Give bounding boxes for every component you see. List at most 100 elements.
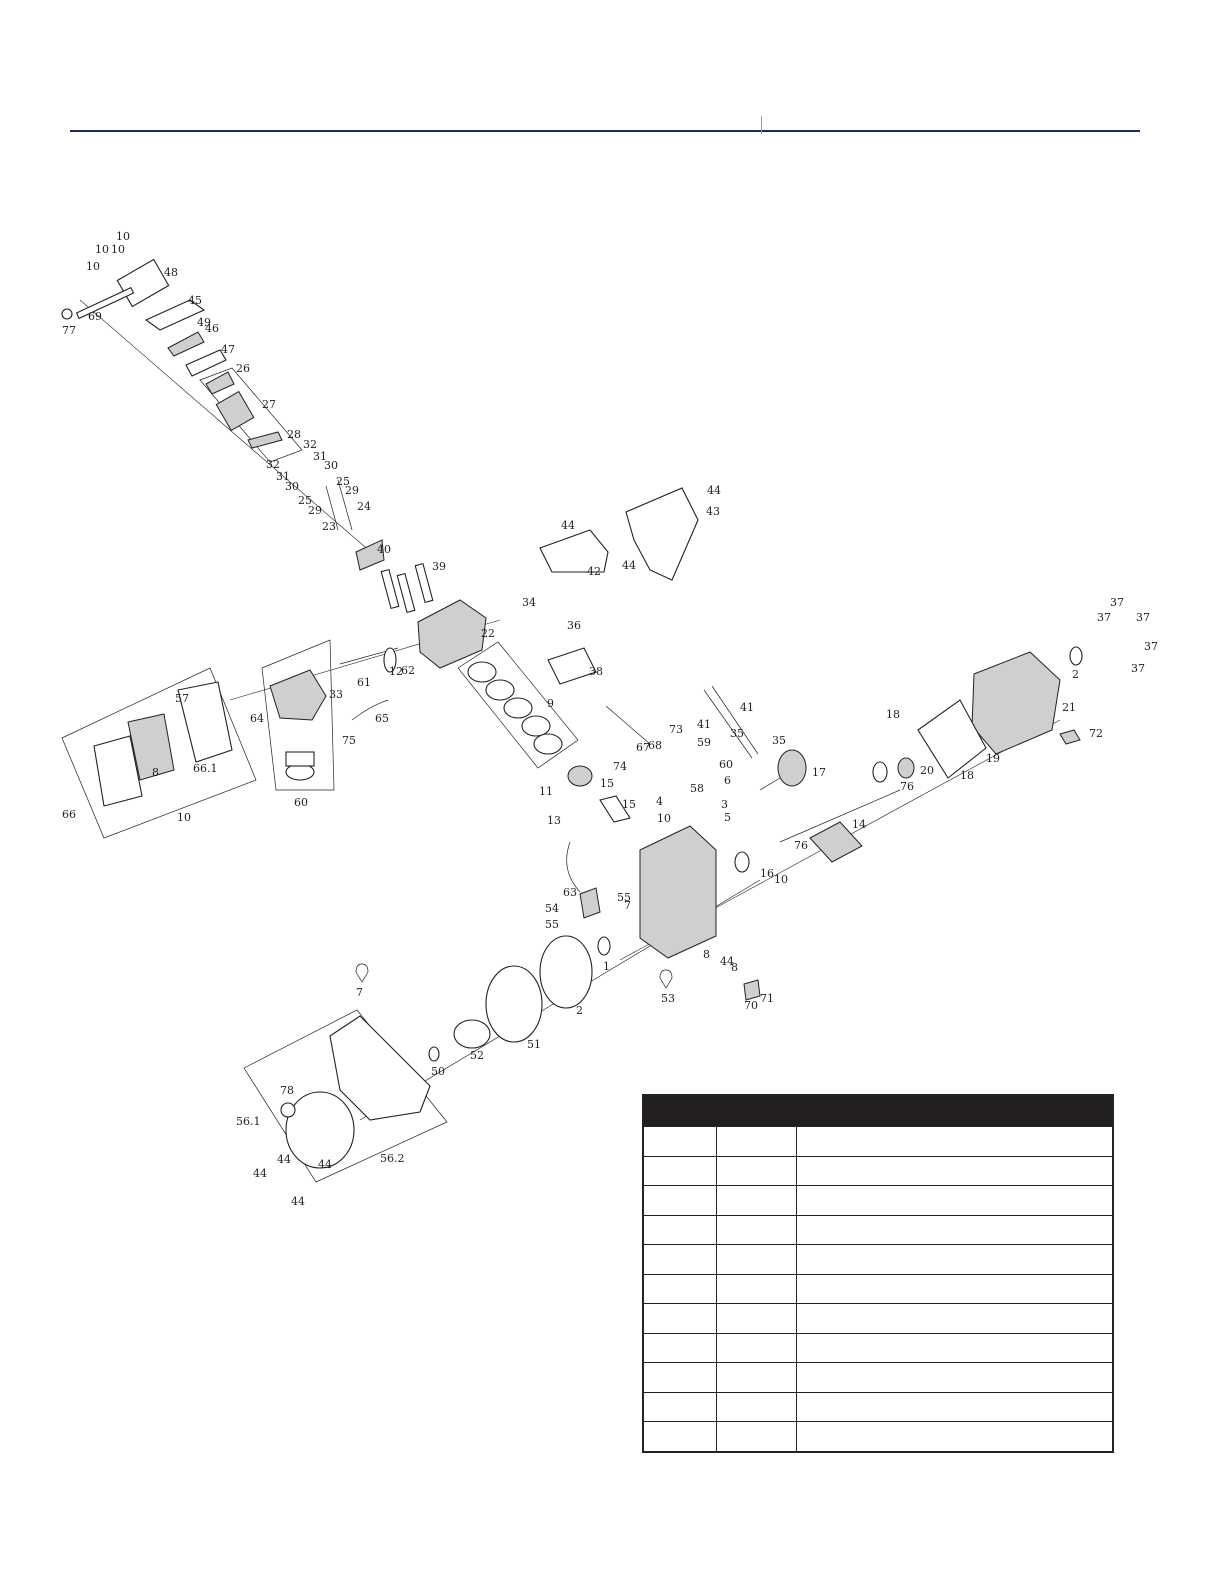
callout-label: 34 (522, 596, 536, 609)
callout-label: 64 (250, 712, 264, 725)
callout-label: 44 (561, 519, 575, 532)
pushrod-2 (711, 685, 759, 755)
callout-label: 31 (313, 450, 327, 463)
callout-label: 77 (62, 324, 76, 337)
table-cell (796, 1214, 1114, 1245)
callout-label: 65 (375, 712, 389, 725)
rocker-arm (205, 371, 235, 395)
callout-label: 52 (470, 1049, 484, 1062)
table-cell (716, 1244, 797, 1275)
callout-label: 28 (287, 428, 301, 441)
header-cell-3 (796, 1095, 1113, 1127)
crank-shaft-line (779, 789, 901, 843)
callout-label: 25 (336, 475, 350, 488)
callout-label: 24 (357, 500, 371, 513)
ring-5 (533, 733, 563, 755)
callout-label: 8 (703, 948, 710, 961)
air-filter-cover (93, 735, 143, 807)
table-row (642, 1185, 1114, 1216)
callout-label: 10 (657, 812, 671, 825)
callout-label: 32 (266, 458, 280, 471)
callout-label: 44 (291, 1195, 305, 1208)
callout-label: 55 (545, 918, 559, 931)
callout-label: 78 (280, 1084, 294, 1097)
callout-label: 21 (1062, 701, 1076, 714)
callout-label: 44 (720, 955, 734, 968)
parts-table-header-row (643, 1095, 1113, 1127)
callout-label: 37 (1131, 662, 1145, 675)
table-cell (642, 1126, 717, 1157)
callout-label: 29 (345, 484, 359, 497)
callout-label: 67 (636, 741, 650, 754)
callout-label: 58 (690, 782, 704, 795)
callout-label: 74 (613, 760, 627, 773)
callout-label: 60 (294, 796, 308, 809)
governor-gear (897, 757, 915, 779)
callout-label: 10 (177, 811, 191, 824)
callout-label: 37 (1136, 611, 1150, 624)
table-cell (716, 1273, 797, 1304)
cylinder-head (417, 599, 487, 669)
piston (567, 765, 593, 787)
coil-wire (566, 841, 581, 893)
table-cell (796, 1332, 1114, 1363)
table-row (642, 1391, 1114, 1422)
spark-plug (355, 539, 385, 571)
table-cell (642, 1214, 717, 1245)
callout-label: 10 (111, 243, 125, 256)
callout-label: 56.1 (236, 1115, 261, 1128)
header-cell-2 (716, 1095, 797, 1127)
valve-stem-1 (337, 479, 353, 531)
callout-label: 38 (589, 665, 603, 678)
callout-label: 44 (253, 1167, 267, 1180)
table-cell (796, 1244, 1114, 1275)
callout-label: 73 (669, 723, 683, 736)
callout-label: 29 (308, 504, 322, 517)
callout-label: 30 (324, 459, 338, 472)
callout-label: 66.1 (193, 762, 218, 775)
header-divider-tick (761, 116, 762, 134)
callout-label: 7 (356, 986, 363, 999)
table-row (642, 1244, 1114, 1275)
callout-label: 15 (622, 798, 636, 811)
table-cell (796, 1126, 1114, 1157)
table-row (642, 1421, 1114, 1452)
callout-label: 57 (175, 692, 189, 705)
header-cell-1 (643, 1095, 717, 1127)
head-bolt-1 (380, 568, 400, 610)
head-bolt-3 (414, 562, 434, 604)
table-cell (796, 1155, 1114, 1186)
callout-label: 5 (724, 811, 731, 824)
head-shroud (539, 529, 609, 573)
cylinder-shroud (625, 487, 699, 581)
parts-table (642, 1094, 1114, 1453)
callout-label: 2 (1072, 668, 1079, 681)
ring-3 (503, 697, 533, 719)
callout-label: 18 (960, 769, 974, 782)
callout-label: 10 (95, 243, 109, 256)
callout-label: 66 (62, 808, 76, 821)
starter-cup (453, 1019, 491, 1049)
table-cell (796, 1185, 1114, 1216)
callout-label: 50 (431, 1065, 445, 1078)
table-cell (642, 1244, 717, 1275)
table-cell (642, 1303, 717, 1334)
table-cell (716, 1155, 797, 1186)
callout-label: 68 (648, 739, 662, 752)
callout-label: 10 (116, 230, 130, 243)
rocker-gasket-2 (185, 349, 227, 377)
callout-label: 4 (656, 795, 663, 808)
callout-label: 37 (1144, 640, 1158, 653)
bearing-76 (734, 851, 750, 873)
table-cell (796, 1362, 1114, 1393)
table-cell (796, 1421, 1114, 1452)
drain-plug (1059, 729, 1081, 745)
crankcase-cover (971, 651, 1061, 755)
fuel-hose (351, 699, 389, 721)
callout-label: 72 (1089, 727, 1103, 740)
table-row (642, 1332, 1114, 1363)
callout-label: 17 (812, 766, 826, 779)
callout-label: 16 (760, 867, 774, 880)
crankshaft (809, 821, 863, 863)
